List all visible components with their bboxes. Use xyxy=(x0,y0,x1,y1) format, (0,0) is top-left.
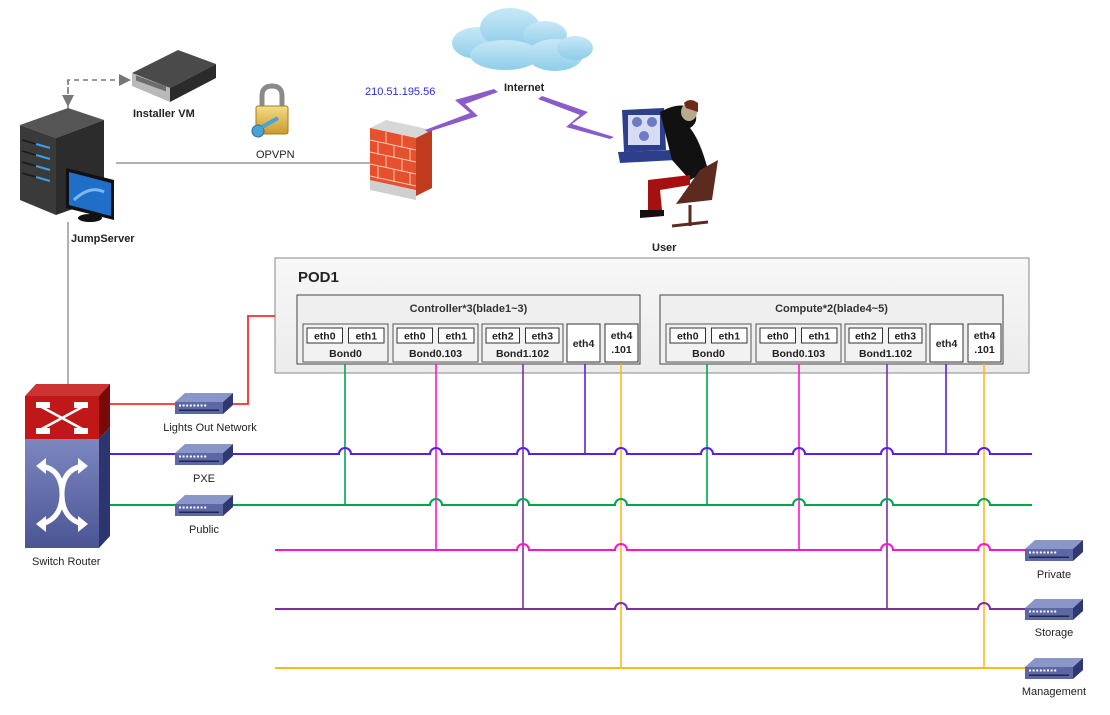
vpn-lock-icon[interactable] xyxy=(251,83,289,138)
port-box xyxy=(525,327,560,344)
port-label: eth0 xyxy=(767,331,789,343)
port-box xyxy=(888,327,923,344)
bond-label: Bond1.102 xyxy=(496,348,549,360)
firewall-icon[interactable] xyxy=(369,120,432,200)
single-interface[interactable]: eth4 xyxy=(929,323,964,363)
port-label: eth3 xyxy=(531,331,553,343)
port-box xyxy=(438,327,475,344)
network-line-pxe xyxy=(110,447,1032,455)
vpn-label: OPVPN xyxy=(256,149,295,161)
user-label: User xyxy=(652,242,677,254)
port-label: eth1 xyxy=(445,331,467,343)
network-line-private xyxy=(275,543,1032,551)
port-box xyxy=(669,327,706,344)
switch-public[interactable]: Public xyxy=(175,495,233,536)
network-line-storage xyxy=(275,602,1032,610)
interface-label: eth4 xyxy=(974,330,996,342)
bond-label: Bond0 xyxy=(329,348,362,360)
port-label: eth2 xyxy=(492,331,514,343)
bond-label: Bond0.103 xyxy=(772,348,825,360)
network-line-public xyxy=(110,498,1032,506)
switch-label: Private xyxy=(1037,569,1071,581)
group-title: Controller*3(blade1~3) xyxy=(410,303,528,315)
jumpserver-icon[interactable] xyxy=(20,108,114,222)
bond-label: Bond1.102 xyxy=(859,348,912,360)
switch-router-label: Switch Router xyxy=(32,556,101,568)
interface-vlan-label: .101 xyxy=(611,344,632,356)
wan-link-firewall-internet xyxy=(425,89,498,132)
port-box xyxy=(396,327,433,344)
jumpserver-label: JumpServer xyxy=(71,233,135,245)
network-lines xyxy=(110,315,1032,669)
port-label: eth0 xyxy=(314,331,336,343)
port-box xyxy=(711,327,748,344)
single-interface[interactable]: eth4 .101 xyxy=(967,323,1002,363)
user-workstation-icon[interactable] xyxy=(618,100,718,228)
interface-label: eth4 xyxy=(573,338,595,350)
pod-title: POD1 xyxy=(298,269,339,286)
single-interface[interactable]: eth4 .101 xyxy=(604,323,639,363)
port-label: eth3 xyxy=(894,331,916,343)
port-label: eth1 xyxy=(808,331,830,343)
wan-link-internet-user xyxy=(538,96,614,139)
installer-vm-icon[interactable] xyxy=(132,50,216,102)
switch-private[interactable]: Private xyxy=(1025,540,1083,581)
switch-label: Lights Out Network xyxy=(163,422,257,434)
network-line-lights_out xyxy=(110,315,275,405)
switch-label: PXE xyxy=(193,473,215,485)
port-label: eth0 xyxy=(404,331,426,343)
switch-label: Storage xyxy=(1035,627,1074,639)
switch-lights-out[interactable]: Lights Out Network xyxy=(163,393,257,434)
internet-label: Internet xyxy=(504,82,545,94)
port-box xyxy=(759,327,796,344)
switch-storage[interactable]: Storage xyxy=(1025,599,1083,639)
port-label: eth1 xyxy=(718,331,740,343)
port-box xyxy=(306,327,343,344)
interface-vlan-label: .101 xyxy=(974,344,995,356)
port-box xyxy=(848,327,883,344)
switch-router-icon[interactable] xyxy=(25,384,110,548)
single-interface[interactable]: eth4 xyxy=(566,323,601,363)
port-label: eth2 xyxy=(855,331,877,343)
internet-cloud-icon[interactable] xyxy=(452,8,593,71)
switch-pxe[interactable]: PXE xyxy=(175,444,233,485)
interface-label: eth4 xyxy=(936,338,958,350)
port-label: eth1 xyxy=(355,331,377,343)
interface-label: eth4 xyxy=(611,330,633,342)
port-box xyxy=(801,327,838,344)
port-box xyxy=(485,327,520,344)
public-ip-label: 210.51.195.56 xyxy=(365,86,435,98)
group-title: Compute*2(blade4~5) xyxy=(775,303,888,315)
switch-label: Management xyxy=(1022,686,1086,698)
installer-vm-label: Installer VM xyxy=(133,108,195,120)
port-label: eth0 xyxy=(677,331,699,343)
port-box xyxy=(348,327,385,344)
installer-link xyxy=(62,74,131,110)
bond-label: Bond0.103 xyxy=(409,348,462,360)
bond-label: Bond0 xyxy=(692,348,725,360)
switch-label: Public xyxy=(189,524,219,536)
switch-management[interactable]: Management xyxy=(1022,658,1086,698)
